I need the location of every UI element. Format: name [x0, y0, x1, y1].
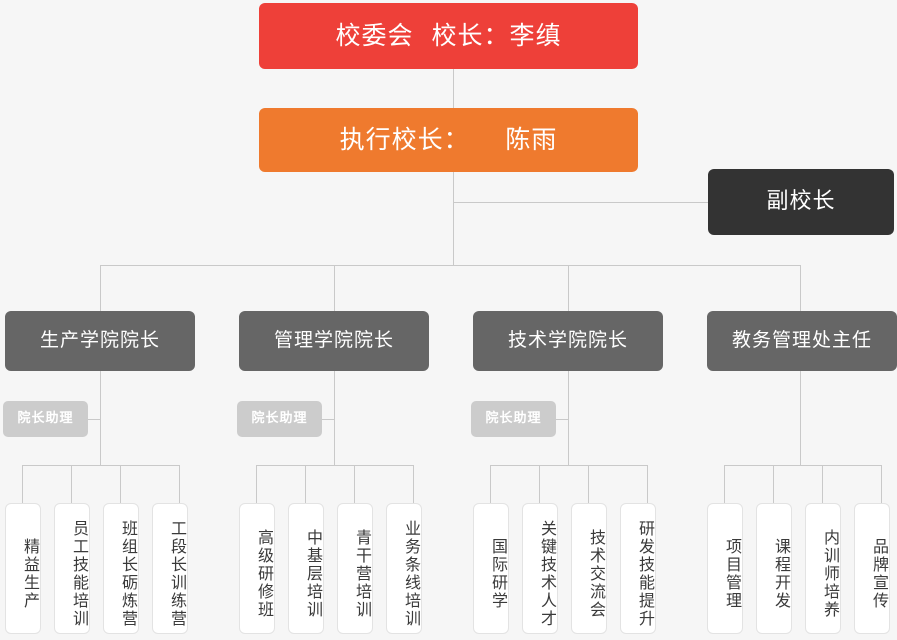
node-leaf-2-1[interactable]: 高级研修班 — [239, 503, 275, 634]
connector-bus-to-dept-2 — [334, 265, 335, 311]
connector-dept-3-assistant — [556, 419, 568, 420]
node-executive-principal[interactable]: 执行校长： 陈雨 — [259, 108, 638, 172]
connector-leaf-4-1 — [724, 465, 725, 503]
connector-leaf-2-4 — [413, 465, 414, 503]
connector-dept-3-leaf-bus — [490, 465, 647, 466]
node-leaf-2-2[interactable]: 中基层培训 — [288, 503, 324, 634]
connector-dept-3-stem — [568, 371, 569, 465]
connector-dept-4-leaf-bus — [724, 465, 881, 466]
connector-exec-down-to-vice-bus — [453, 172, 454, 202]
connector-dept-1-leaf-bus — [22, 465, 179, 466]
connector-dept-2-leaf-bus — [256, 465, 413, 466]
connector-leaf-1-4 — [179, 465, 180, 503]
connector-leaf-1-2 — [71, 465, 72, 503]
node-leaf-4-1[interactable]: 项目管理 — [707, 503, 743, 634]
connector-dept-1-assistant — [88, 419, 100, 420]
node-leaf-2-3[interactable]: 青干营培训 — [337, 503, 373, 634]
node-leaf-1-3[interactable]: 班组长砺炼营 — [103, 503, 139, 634]
connector-leaf-3-3 — [588, 465, 589, 503]
node-leaf-1-2[interactable]: 员工技能培训 — [54, 503, 90, 634]
connector-leaf-2-1 — [256, 465, 257, 503]
node-assistant-dean-1[interactable]: 院长助理 — [3, 401, 88, 437]
node-department-4[interactable]: 教务管理处主任 — [707, 311, 897, 371]
connector-bus-to-dept-4 — [800, 265, 801, 311]
connector-leaf-3-2 — [539, 465, 540, 503]
connector-dept-2-assistant — [322, 419, 334, 420]
connector-leaf-3-4 — [647, 465, 648, 503]
node-department-3[interactable]: 技术学院院长 — [473, 311, 663, 371]
node-leaf-4-4[interactable]: 品牌宣传 — [854, 503, 890, 634]
node-leaf-2-4[interactable]: 业务条线培训 — [386, 503, 422, 634]
node-department-2[interactable]: 管理学院院长 — [239, 311, 429, 371]
node-assistant-dean-2[interactable]: 院长助理 — [237, 401, 322, 437]
connector-department-bus — [100, 265, 800, 266]
node-leaf-1-1[interactable]: 精益生产 — [5, 503, 41, 634]
node-leaf-3-1[interactable]: 国际研学 — [473, 503, 509, 634]
node-vice-principal[interactable]: 副校长 — [708, 169, 894, 235]
connector-dept-1-stem — [100, 371, 101, 465]
connector-bus-to-dept-3 — [568, 265, 569, 311]
node-leaf-3-4[interactable]: 研发技能提升 — [620, 503, 656, 634]
node-leaf-4-2[interactable]: 课程开发 — [756, 503, 792, 634]
node-leaf-3-2[interactable]: 关键技术人才 — [522, 503, 558, 634]
connector-dept-2-stem — [334, 371, 335, 465]
connector-leaf-4-2 — [773, 465, 774, 503]
connector-leaf-2-2 — [305, 465, 306, 503]
connector-bus-to-dept-1 — [100, 265, 101, 311]
node-leaf-1-4[interactable]: 工段长训练营 — [152, 503, 188, 634]
connector-dept-4-stem — [800, 371, 801, 465]
node-leaf-3-3[interactable]: 技术交流会 — [571, 503, 607, 634]
connector-leaf-3-1 — [490, 465, 491, 503]
node-leaf-4-3[interactable]: 内训师培养 — [805, 503, 841, 634]
connector-leaf-2-3 — [354, 465, 355, 503]
connector-leaf-1-3 — [120, 465, 121, 503]
connector-exec-down-to-dept-bus — [453, 202, 454, 265]
connector-vice-horizontal — [453, 202, 708, 203]
connector-leaf-4-3 — [822, 465, 823, 503]
connector-leaf-4-4 — [881, 465, 882, 503]
connector-leaf-1-1 — [22, 465, 23, 503]
node-assistant-dean-3[interactable]: 院长助理 — [471, 401, 556, 437]
connector-root-to-exec — [453, 69, 454, 108]
node-school-committee-principal[interactable]: 校委会 校长：李缜 — [259, 3, 638, 69]
node-department-1[interactable]: 生产学院院长 — [5, 311, 195, 371]
